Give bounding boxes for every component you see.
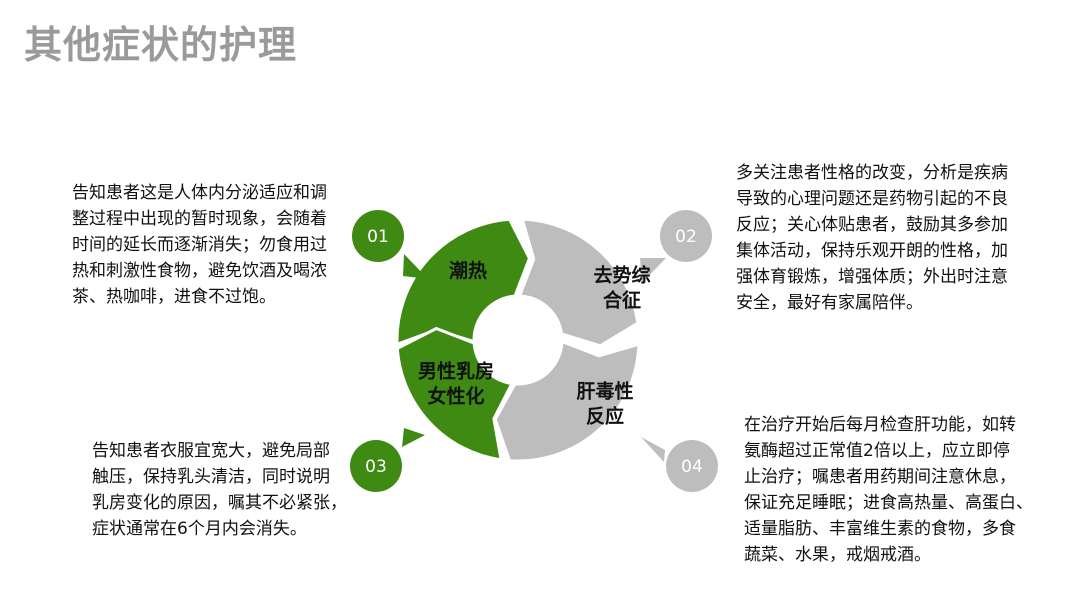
note-02-line: 反应；关心体贴患者，鼓励其多参加 [736,215,1008,235]
note-01-line: 茶、热咖啡，进食不过饱。 [72,287,276,307]
segment-label-01: 潮热 [449,259,487,282]
number-badge-01 [352,210,404,262]
note-04-line: 保证充足睡眠；进食高热量、高蛋白、 [744,493,1033,513]
note-01-line: 整过程中出现的暂时现象，会随着 [72,209,327,229]
pointer-arrow-04 [641,437,665,462]
segment-label-04: 肝毒性反应 [576,380,633,428]
note-03-line: 症状通常在6个月内会消失。 [92,519,307,539]
segment-label-line: 合征 [603,289,641,312]
note-01-line: 热和刺激性食物，避免饮酒及喝浓 [72,261,327,281]
segment-label-line: 女性化 [427,385,484,408]
number-badges: 01 02 03 04 [350,210,718,492]
note-02-line: 集体活动，保持乐观开朗的性格，加 [736,241,1008,261]
segment-label-line: 肝毒性 [576,380,633,403]
note-04-line: 在治疗开始后每月检查肝功能，如转 [744,415,1016,435]
note-01-line: 时间的延长而逐渐消失；勿食用过 [72,235,327,255]
segment-label-line: 男性乳房 [418,360,494,383]
cycle-ring [395,217,641,463]
note-04-line: 氨酶超过正常值2倍以上，应立即停 [744,441,1010,461]
segment-label-02: 去势综合征 [593,264,650,312]
pointer-arrow-03 [402,428,425,447]
note-02-line: 导致的心理问题还是药物引起的不良 [736,189,1008,209]
segment-label-03: 男性乳房女性化 [418,360,494,408]
note-04-line: 适量脂肪、丰富维生素的食物，多食 [744,519,1016,539]
number-badge-label: 02 [675,227,697,247]
segment-label-line: 去势综 [593,264,650,287]
note-01-line: 告知患者这是人体内分泌适应和调 [72,183,327,203]
note-02-line: 多关注患者性格的改变，分析是疾病 [736,163,1008,183]
segment-label-line: 反应 [586,405,624,428]
note-02-line: 强体育锻炼，增强体质；外出时注意 [736,267,1008,287]
pointer-arrow-02 [640,258,666,283]
number-badge-label: 01 [367,227,389,247]
number-badge-label: 03 [365,457,387,477]
number-badge-label: 04 [681,457,703,477]
pointer-arrows [402,254,666,462]
pointer-arrow-01 [403,254,428,279]
cycle-center-hole [474,296,562,384]
number-badge-02 [660,210,712,262]
segment-label-line: 潮热 [449,259,487,282]
note-01: 告知患者这是人体内分泌适应和调 整过程中出现的暂时现象，会随着 时间的延长而逐渐… [72,180,372,310]
note-02-line: 安全，最好有家属陪伴。 [736,293,923,313]
note-04-line: 蔬菜、水果，戒烟戒酒。 [744,545,931,565]
note-04: 在治疗开始后每月检查肝功能，如转 氨酶超过正常值2倍以上，应立即停 止治疗；嘱患… [744,412,1044,568]
note-03-line: 触压，保持乳头清洁，同时说明 [92,467,330,487]
number-badge-03 [350,440,402,492]
number-badge-04 [666,440,718,492]
note-02: 多关注患者性格的改变，分析是疾病 导致的心理问题还是药物引起的不良 反应；关心体… [736,160,1036,316]
note-03-line: 乳房变化的原因，嘱其不必紧张， [92,493,347,513]
note-03: 告知患者衣服宜宽大，避免局部 触压，保持乳头清洁，同时说明 乳房变化的原因，嘱其… [92,438,352,542]
page-title: 其他症状的护理 [24,23,298,67]
note-04-line: 止治疗；嘱患者用药期间注意休息， [744,467,1016,487]
note-03-line: 告知患者衣服宜宽大，避免局部 [92,441,330,461]
